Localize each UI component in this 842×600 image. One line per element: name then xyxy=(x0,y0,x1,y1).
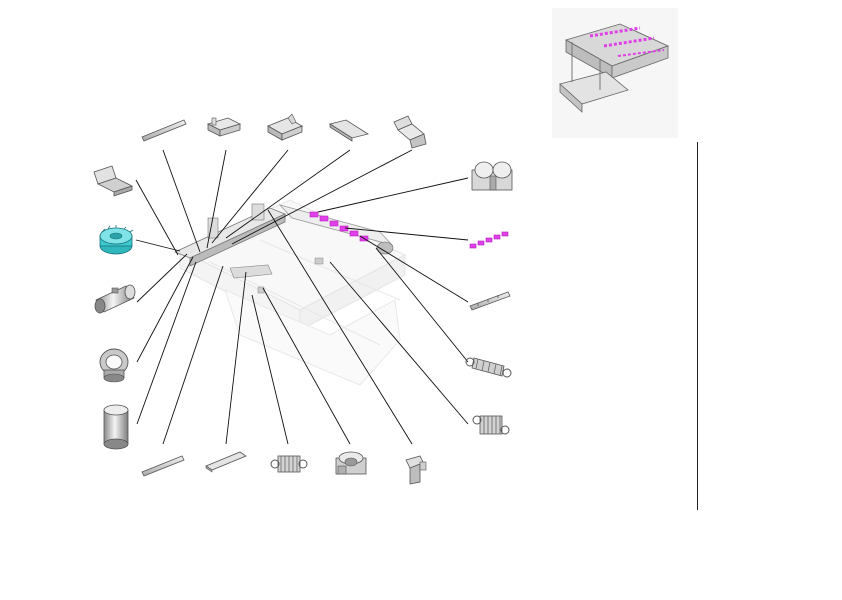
right-spring-lower-part[interactable] xyxy=(472,415,510,435)
left-ring-gear-part[interactable] xyxy=(99,348,129,383)
top-long-plate-part[interactable] xyxy=(328,119,370,142)
right-magenta-rollers-part[interactable] xyxy=(469,231,509,249)
bottom-flat-plate-part[interactable] xyxy=(205,451,247,473)
bottom-spring-part[interactable] xyxy=(270,455,308,473)
top-right-bracket-part[interactable] xyxy=(393,115,427,149)
bottom-rod-part[interactable] xyxy=(141,455,185,477)
left-cyan-gear-part[interactable] xyxy=(99,225,134,255)
left-bushing-part[interactable] xyxy=(94,284,136,314)
bottom-bracket-part[interactable] xyxy=(405,455,427,485)
bottom-gear-holder-part[interactable] xyxy=(335,451,367,475)
left-bent-bracket-part[interactable] xyxy=(93,165,134,197)
top-rod-part[interactable] xyxy=(141,119,187,142)
right-roller-holder-part[interactable] xyxy=(471,161,513,191)
vertical-divider xyxy=(697,142,698,510)
top-mount-bracket-part[interactable] xyxy=(267,113,303,141)
right-shaft-part[interactable] xyxy=(469,291,511,311)
callout-lines xyxy=(135,149,469,445)
top-small-bracket-part[interactable] xyxy=(206,117,242,137)
assembly-frame xyxy=(173,203,394,294)
left-sleeve-part[interactable] xyxy=(103,404,129,450)
right-spring-upper-part[interactable] xyxy=(465,357,512,378)
overview-thumbnail xyxy=(552,8,678,138)
